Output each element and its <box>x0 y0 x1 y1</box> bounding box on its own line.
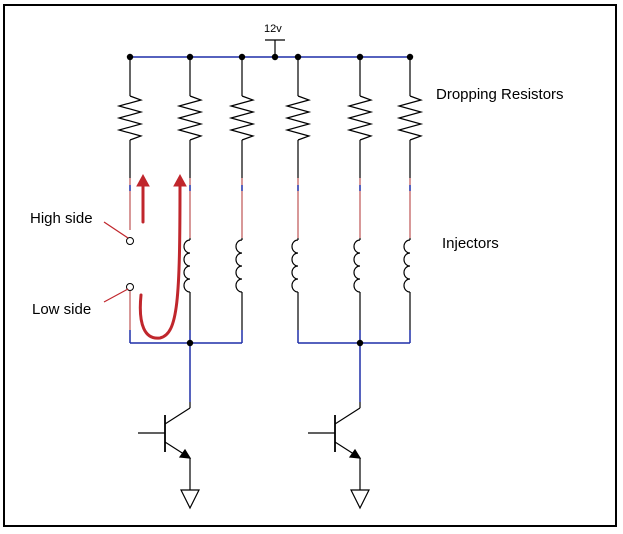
high-side-terminal <box>126 237 134 245</box>
resistor <box>284 57 312 178</box>
low-side-pointer <box>103 288 129 303</box>
resistors-label: Dropping Resistors <box>436 86 564 103</box>
injectors <box>183 238 411 330</box>
transistor-right <box>308 402 370 510</box>
resistor <box>396 57 424 178</box>
injector-coil <box>403 238 411 330</box>
test-points <box>103 221 134 330</box>
arrow-head <box>136 173 150 187</box>
low-side-arrow <box>138 180 182 340</box>
resistor <box>116 57 144 178</box>
injector-coil <box>291 238 299 330</box>
bottom-rails <box>129 330 411 402</box>
resistor <box>176 57 204 178</box>
current-arrows <box>136 173 187 340</box>
injector-coil <box>183 238 191 330</box>
transistor-left <box>138 402 200 510</box>
low-side-terminal <box>126 283 134 291</box>
injectors-label: Injectors <box>442 235 499 252</box>
low-side-label: Low side <box>32 301 91 318</box>
top-rail-junctions <box>126 53 414 61</box>
ground-icon <box>350 489 370 510</box>
dropping-resistors <box>116 57 424 178</box>
junction-dot <box>186 339 194 347</box>
ground-icon <box>180 489 200 510</box>
resistor <box>228 57 256 178</box>
junction-dot <box>271 53 279 61</box>
injector-coil <box>353 238 361 330</box>
junction-dot <box>356 339 364 347</box>
resistor-leads <box>129 178 411 238</box>
resistor <box>346 57 374 178</box>
diagram-frame <box>3 4 617 527</box>
arrow-head <box>173 173 187 187</box>
supply-label: 12v <box>264 23 282 35</box>
supply-node: 12v <box>264 23 285 57</box>
high-side-pointer <box>103 221 129 239</box>
high-side-label: High side <box>30 210 93 227</box>
injector-coil <box>235 238 243 330</box>
lead-markers <box>129 185 411 191</box>
